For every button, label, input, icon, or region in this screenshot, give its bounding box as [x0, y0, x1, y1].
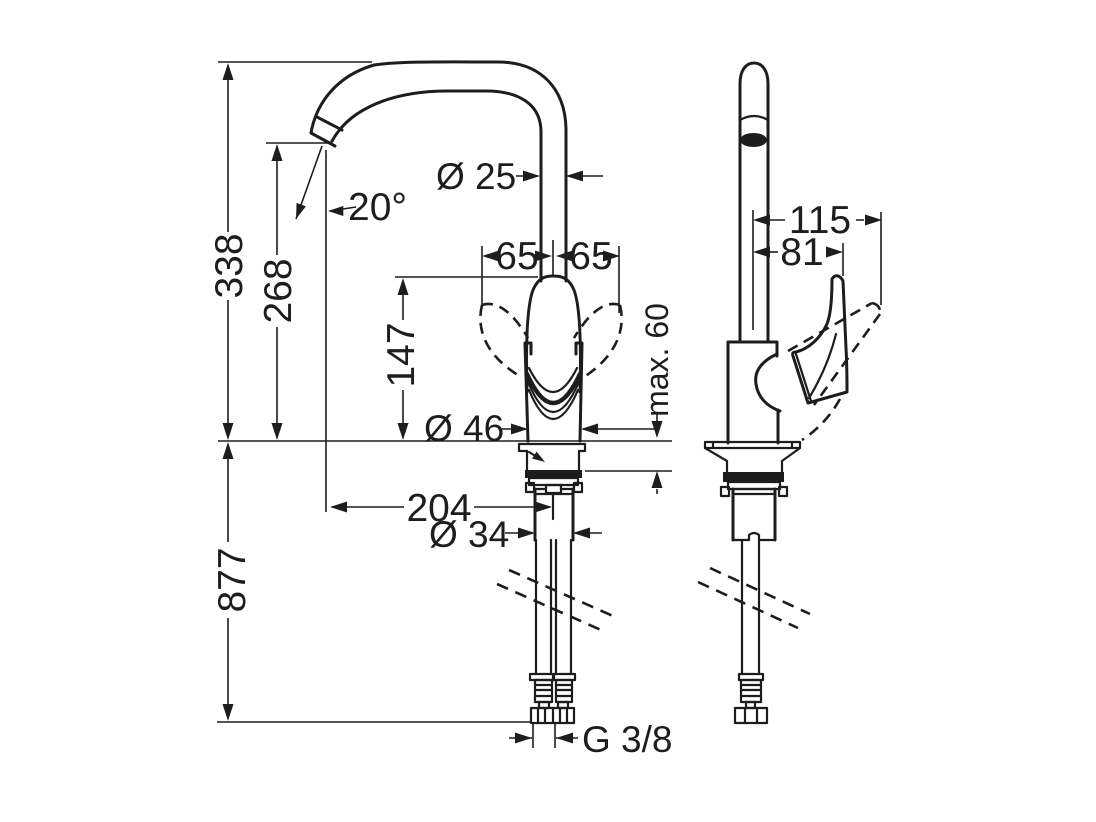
- handle-side: [791, 274, 849, 405]
- swivel-arc-2: [526, 380, 581, 413]
- flange-bevel-side: [703, 446, 802, 474]
- swivel-arc-3: [527, 388, 580, 420]
- shank-top: [533, 487, 575, 496]
- hose-collars: [528, 672, 577, 682]
- hose-side: [740, 538, 761, 676]
- aerator-outlet: [740, 133, 767, 147]
- side-dimension-lines: [752, 210, 882, 330]
- threaded-shank: [533, 487, 575, 542]
- base-gasket: [525, 470, 582, 478]
- dim-swing-left: 65: [495, 235, 538, 278]
- dim-outlet-angle: 20°: [348, 186, 407, 229]
- handle-seam: [794, 352, 813, 403]
- gasket-side: [723, 472, 784, 482]
- hose-corrugation-right: [554, 678, 574, 704]
- base-flange: [517, 442, 587, 453]
- dim-spout-height: 268: [257, 258, 300, 323]
- aerator-seam: [738, 114, 770, 122]
- dim-base-diameter: Ø 46: [424, 408, 504, 449]
- dim-projection: 204: [406, 487, 471, 530]
- aerator-band: [315, 115, 344, 132]
- supply-hoses: [534, 538, 573, 676]
- hose-corrugation-left: [533, 678, 554, 704]
- dim-handle-reach: 81: [780, 231, 823, 274]
- handle-inner-curve: [807, 332, 838, 400]
- hose-collar-side: [737, 672, 765, 682]
- dim-tap-hole-diameter: Ø 34: [429, 514, 509, 555]
- dim-handle-height: 147: [380, 322, 423, 387]
- flange-plate-side: [703, 440, 802, 450]
- dim-pipe-diameter: Ø 25: [436, 156, 516, 197]
- side-view: 115 81: [697, 61, 882, 725]
- handle-raised-dashed: [787, 301, 882, 442]
- shank-side: [731, 487, 777, 542]
- dim-handle-open-reach: 115: [789, 199, 851, 242]
- handle-swing-dashed: [479, 302, 623, 379]
- spout-inner-edge: [330, 89, 543, 283]
- spout-end-face: [309, 131, 337, 148]
- body-side: [726, 340, 780, 445]
- faucet-front-outline: [309, 60, 623, 725]
- swivel-arc-1: [527, 366, 579, 394]
- dim-hose-length: 877: [211, 547, 254, 612]
- front-view: 338 268 147 877 max. 60 20° Ø 25 65 65 Ø…: [208, 60, 675, 760]
- spout-pipe-side: [738, 61, 770, 344]
- dim-total-height: 338: [208, 233, 251, 298]
- connection-nuts: [529, 706, 576, 725]
- hose-corrugation-side: [739, 678, 763, 704]
- body-walls: [523, 342, 584, 443]
- dim-swing-right: 65: [569, 235, 612, 278]
- body-neck-curve: [754, 352, 782, 413]
- faucet-side-outline: [697, 61, 882, 725]
- connection-nut-side: [733, 706, 769, 725]
- handle-dome: [525, 274, 582, 394]
- shank-detail-side: [731, 487, 777, 542]
- spout-outer-edge: [309, 60, 568, 283]
- stabilizer-plate-side: [719, 480, 789, 498]
- dim-max-deck-thickness: max. 60: [639, 303, 675, 417]
- dim-connection-thread: G 3/8: [582, 719, 673, 760]
- body-rim: [523, 341, 584, 356]
- break-lines-side: [697, 566, 811, 630]
- mounting-stud: [544, 483, 563, 521]
- handle-base-seam: [524, 371, 583, 406]
- base-skirt: [525, 449, 581, 472]
